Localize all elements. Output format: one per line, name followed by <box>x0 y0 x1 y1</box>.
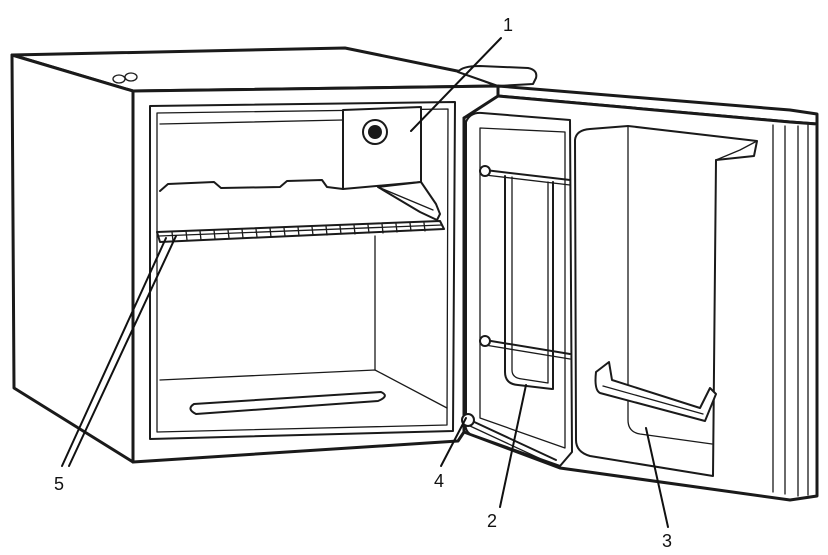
leader-line-2 <box>499 384 527 508</box>
freezer-door-panel <box>342 106 422 190</box>
rack-bar-middle-under <box>484 344 571 360</box>
door-rack <box>461 165 571 467</box>
drip-tray-lip <box>377 186 434 211</box>
door-liner-recess <box>479 127 566 449</box>
rack-bar-bottom <box>469 419 557 461</box>
leader-line-3 <box>645 427 669 528</box>
door-bin <box>574 125 758 477</box>
callout-label-2: 2 <box>487 511 497 531</box>
rack-rail-left <box>504 175 553 390</box>
freezer-latch-knob <box>368 125 382 139</box>
door-liner-frame <box>464 111 573 467</box>
leader-line-5a <box>61 237 167 467</box>
interior-top-back-edge <box>159 119 344 125</box>
cabinet-left-side <box>10 53 135 464</box>
callouts: 1 2 3 4 5 <box>54 15 672 551</box>
rack-mount-middle <box>479 335 491 347</box>
leader-line-4 <box>440 417 467 467</box>
callout-label-5: 5 <box>54 474 64 494</box>
door-hinge-cap <box>457 65 538 87</box>
door-bin-inner-wall <box>627 126 713 445</box>
leader-line-1 <box>410 37 502 132</box>
floor-back-edge <box>159 369 448 409</box>
callout-label-1: 1 <box>503 15 513 35</box>
callout-label-3: 3 <box>662 531 672 551</box>
rack-bar-middle <box>484 339 571 355</box>
top-knob-right <box>124 72 138 82</box>
door <box>457 65 819 502</box>
rack-rail-inner <box>511 176 549 384</box>
shelf-grid <box>171 222 426 242</box>
freezer-compartment <box>159 106 441 221</box>
drip-tray <box>377 181 441 221</box>
top-knob-left <box>112 74 126 84</box>
rack-mount-top <box>479 165 491 177</box>
interior <box>149 101 456 440</box>
rack-bar-top-under <box>484 174 571 186</box>
bottle-holder-inner <box>602 385 704 415</box>
bottle-holder <box>594 361 717 422</box>
leader-line-5b <box>68 235 177 467</box>
door-bin-side-edge <box>715 140 758 161</box>
rack-bar-top <box>484 169 571 181</box>
rack-mount-bottom <box>461 413 475 427</box>
floor-tray <box>189 391 386 415</box>
callout-label-4: 4 <box>434 471 444 491</box>
wire-shelf <box>156 220 445 243</box>
freezer-bottom-edge <box>159 179 344 192</box>
shelf-front-bar <box>158 224 443 237</box>
